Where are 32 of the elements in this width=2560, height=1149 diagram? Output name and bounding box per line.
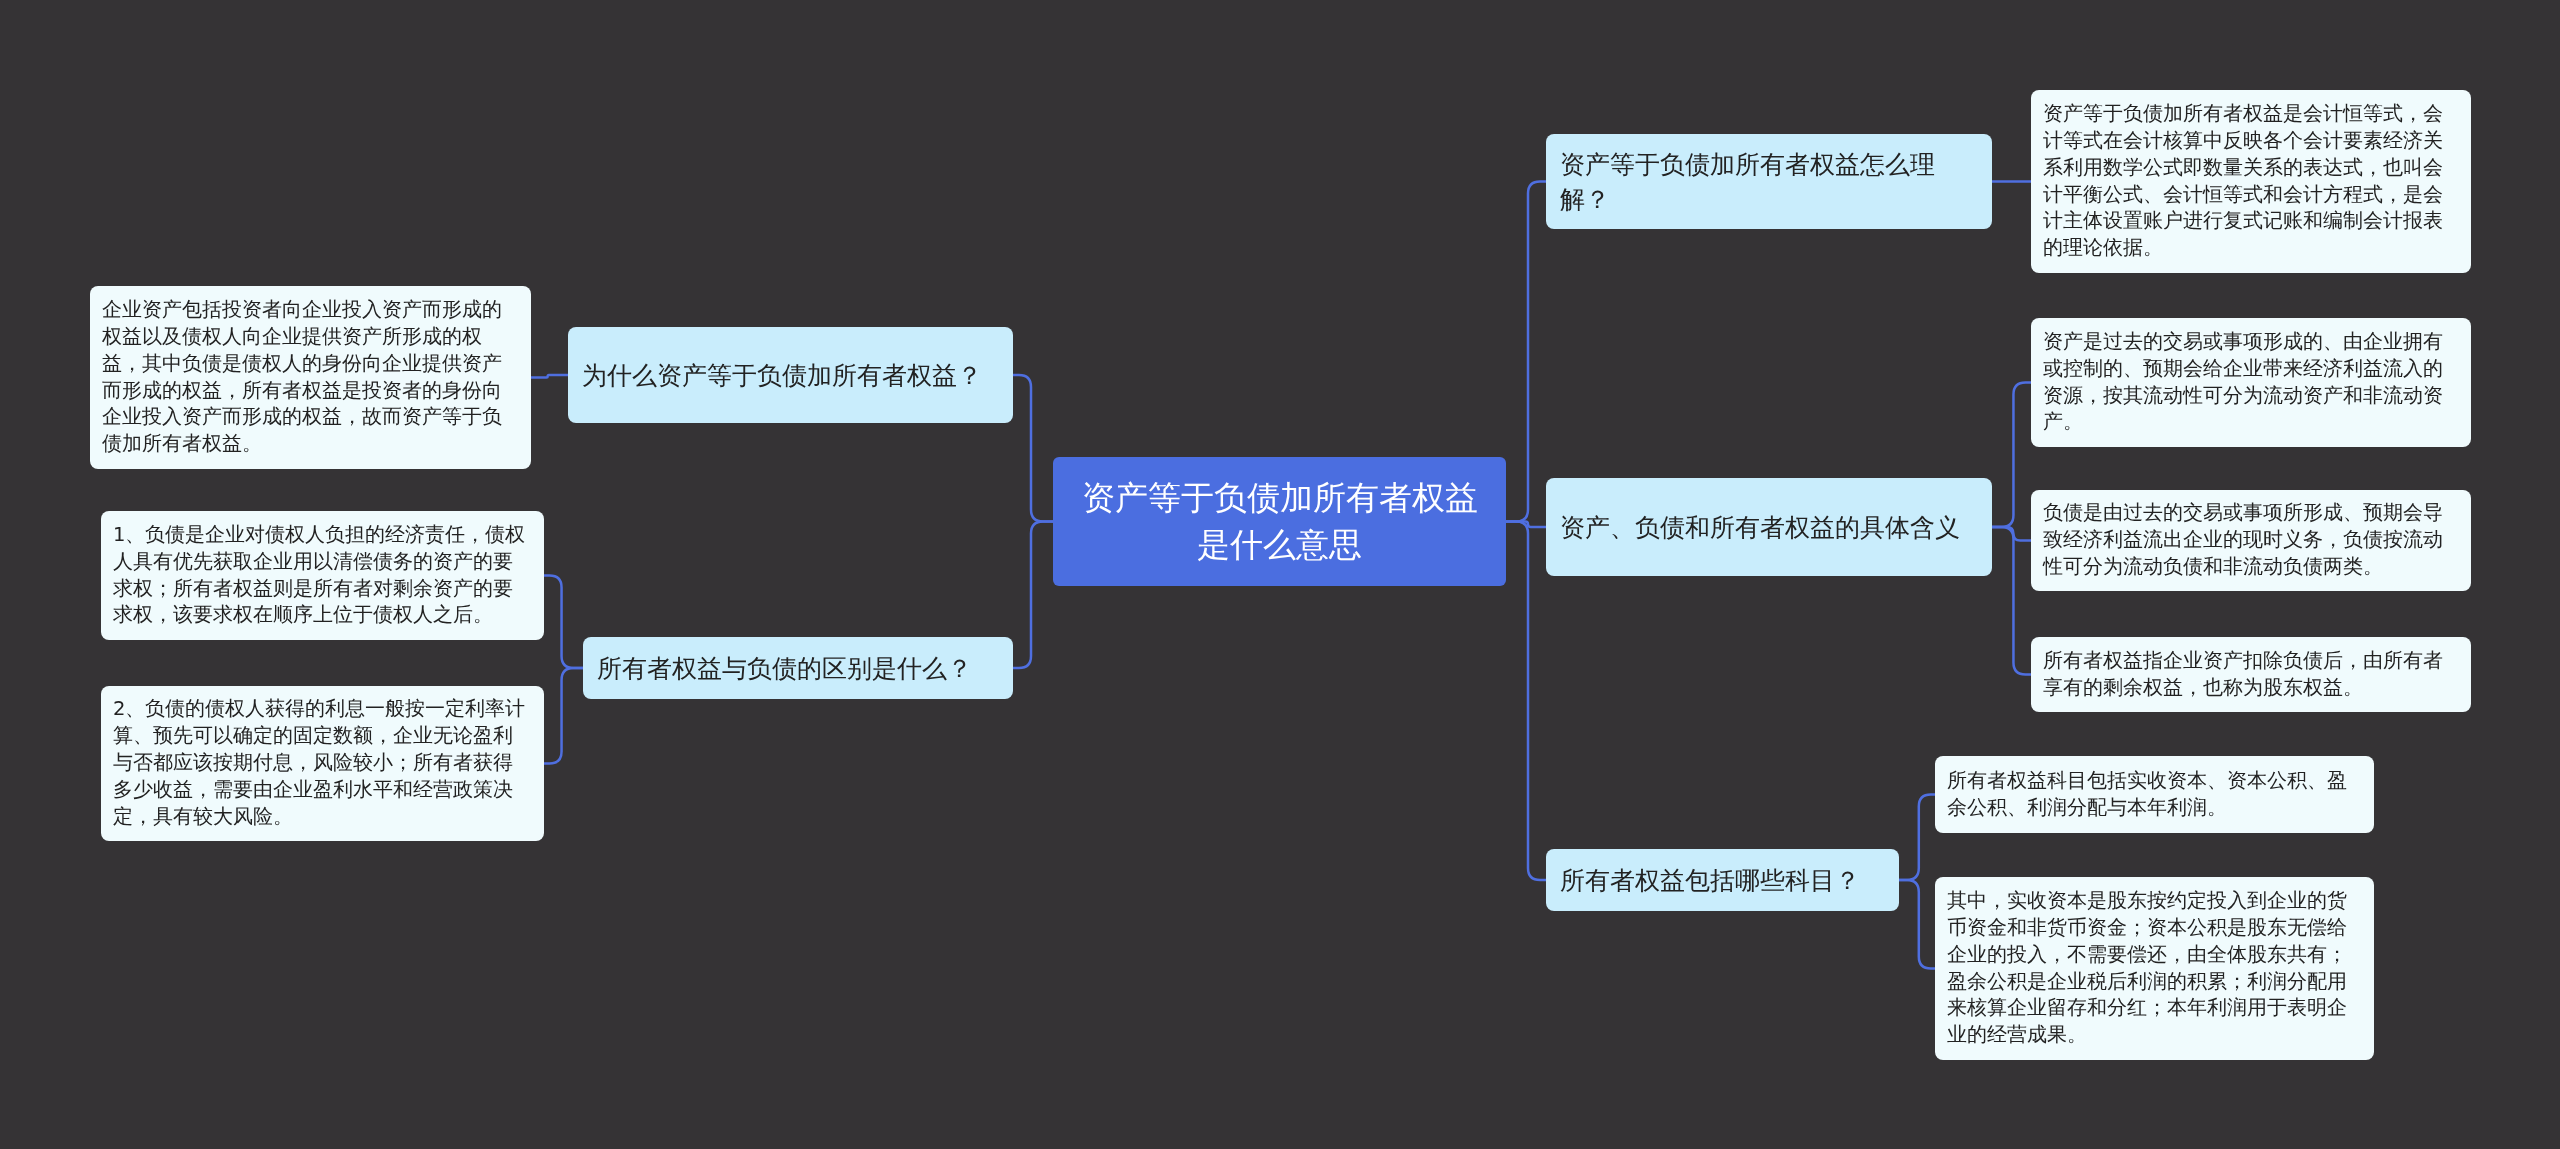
note-text: 所有者权益科目包括实收资本、资本公积、盈余公积、利润分配与本年利润。 — [1947, 767, 2348, 821]
note-text: 资产等于负债加所有者权益是会计恒等式，会计等式在会计核算中反映各个会计要素经济关系利用数学公式即数量关系的表达式，也叫会计平衡公式、会计恒等式和会计方程式，是会计主体设置账户进行复式记账和编制会计报表的理论依据。 — [2043, 100, 2444, 262]
topic-box — [583, 637, 1013, 699]
topic-text: 所有者权益包括哪些科目？ — [1560, 864, 1861, 897]
note-text: 所有者权益指企业资产扣除负债后，由所有者享有的剩余权益，也称为股东权益。 — [2043, 647, 2444, 701]
note-text: 企业资产包括投资者向企业投入资产而形成的权益以及债权人向企业提供资产所形成的权益，其中负债是债权人的身份向企业提供资产而形成的权益，所有者权益是投资者的身份向企业投入资产而形成的权益，故而资产等于负债加所有者权益。 — [102, 296, 503, 458]
note-text: 其中，实收资本是股东按约定投入到企业的货币资金和非货币资金；资本公积是股东无偿给企业的投入，不需要偿还，由全体股东共有；盈余公积是企业税后利润的积累；利润分配用来核算企业留存和分红；本年利润用于表明企业的经营成果。 — [1947, 887, 2348, 1049]
topic-box — [568, 327, 1013, 423]
note-card — [1935, 756, 2374, 833]
note-text: 2、负债的债权人获得的利息一般按一定利率计算、预先可以确定的固定数额，企业无论盈利与否都应该按期付息，风险较小；所有者获得多少收益，需要由企业盈利水平和经营政策决定，具有较大风险。 — [113, 696, 527, 830]
note-text: 1、负债是企业对债权人负担的经济责任，债权人具有优先获取企业用以清偿债务的资产的要求权；所有者权益则是所有者对剩余资产的要求权，该要求权在顺序上位于债权人之后。 — [113, 521, 527, 629]
topic-box — [1546, 478, 1992, 576]
topic-text: 资产、负债和所有者权益的具体含义 — [1560, 511, 1961, 544]
note-card — [2031, 490, 2471, 591]
note-card — [2031, 90, 2471, 273]
note-text: 负债是由过去的交易或事项所形成、预期会导致经济利益流出企业的现时义务，负债按流动性可分为流动负债和非流动负债两类。 — [2043, 500, 2444, 580]
root-topic-text: 资产等于负债加所有者权益是什么意思 — [1080, 477, 1479, 566]
note-card — [2031, 637, 2471, 712]
topic-box — [1546, 849, 1899, 911]
topic-text: 所有者权益与负债的区别是什么？ — [597, 652, 973, 685]
note-card — [101, 686, 544, 841]
note-card — [101, 511, 544, 640]
note-card — [2031, 318, 2471, 447]
note-card — [1935, 877, 2374, 1060]
note-card — [90, 286, 531, 469]
topic-text: 为什么资产等于负债加所有者权益？ — [582, 359, 983, 392]
connector-line — [531, 373, 568, 379]
note-text: 资产是过去的交易或事项形成的、由企业拥有或控制的、预期会给企业带来经济利益流入的资源，按其流动性可分为流动资产和非流动资产。 — [2043, 328, 2444, 436]
topic-box — [1546, 134, 1992, 229]
topic-text: 资产等于负债加所有者权益怎么理解？ — [1560, 148, 1936, 216]
root-topic-box — [1053, 457, 1506, 586]
connector-line — [1992, 180, 2031, 183]
